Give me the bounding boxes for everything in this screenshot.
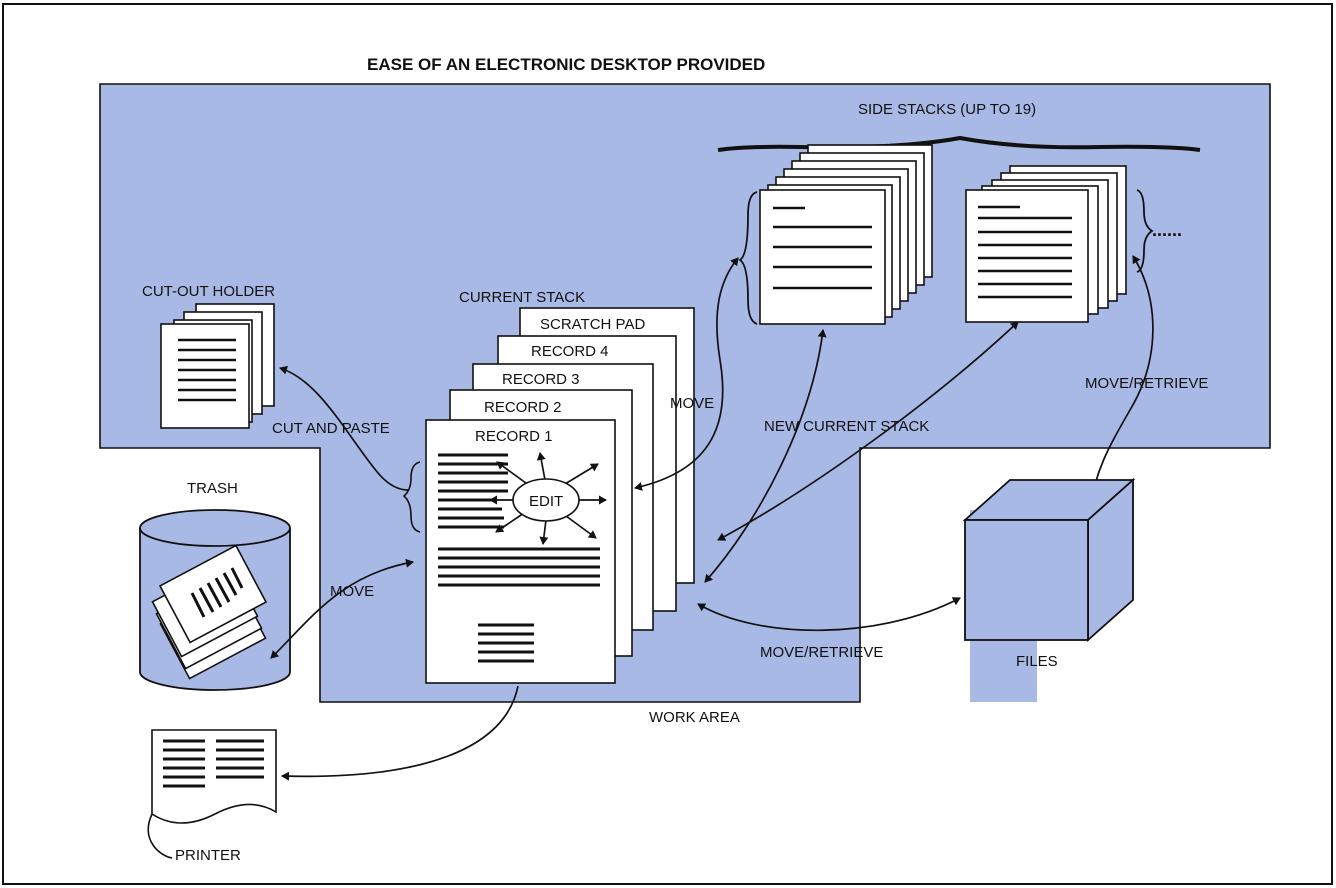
side-stacks-label: SIDE STACKS (UP TO 19) (858, 101, 1036, 118)
current-stack-label: CURRENT STACK (459, 289, 585, 306)
move-retrieve-bottom-arrow (697, 597, 961, 632)
move-top-label: MOVE (670, 395, 714, 412)
cut-out-holder (160, 303, 275, 429)
files-cube: FILES (962, 477, 1136, 702)
diagram-title: EASE OF AN ELECTRONIC DESKTOP PROVIDED (367, 55, 765, 74)
move-trash-arrow (270, 558, 414, 659)
print-arrow (281, 685, 519, 781)
new-current-stack-arrow-2 (717, 321, 1019, 541)
record-bracket (402, 461, 421, 533)
more-stacks-ellipsis: ...... (1152, 220, 1182, 240)
move-retrieve-right-label: MOVE/RETRIEVE (1085, 375, 1208, 392)
move-retrieve-right-arrow (1086, 255, 1154, 511)
move-trash-label: MOVE (330, 583, 374, 600)
cut-and-paste-label: CUT AND PASTE (272, 420, 390, 437)
side-stack-1 (738, 144, 933, 325)
printer-output: PRINTER (147, 729, 277, 864)
files-label: FILES (1016, 653, 1058, 670)
record-1-label: RECORD 1 (475, 428, 553, 445)
move-retrieve-bottom-label: MOVE/RETRIEVE (760, 644, 883, 661)
scratch-pad-label: SCRATCH PAD (540, 316, 645, 333)
side-stacks-brace (717, 135, 1201, 152)
record-2-label: RECORD 2 (484, 399, 562, 416)
edit-node: EDIT (489, 452, 607, 545)
new-current-stack-label: NEW CURRENT STACK (764, 418, 929, 435)
cut-and-paste-arrow (279, 365, 409, 491)
printer-label: PRINTER (175, 847, 241, 864)
trash-can: TRASH (139, 480, 291, 691)
record-4-label: RECORD 4 (531, 343, 609, 360)
work-area-label: WORK AREA (649, 709, 740, 726)
trash-label: TRASH (187, 480, 238, 497)
cut-out-holder-label: CUT-OUT HOLDER (142, 283, 275, 300)
trash-papers (151, 544, 268, 680)
edit-ellipse (512, 478, 580, 522)
edit-label: EDIT (529, 493, 563, 510)
record-3-label: RECORD 3 (502, 371, 580, 388)
